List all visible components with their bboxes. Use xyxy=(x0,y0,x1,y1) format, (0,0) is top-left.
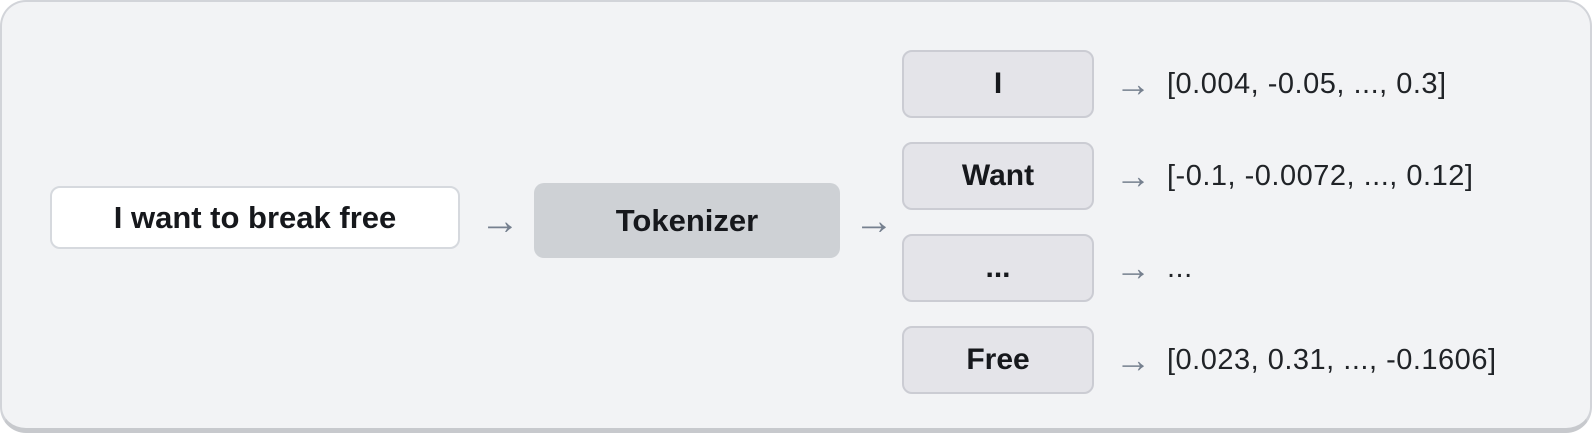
arrow-right-icon: → xyxy=(480,199,520,243)
token-label: I xyxy=(993,67,1003,100)
token-box-want: Want xyxy=(902,142,1094,210)
tokenizer-box: Tokenizer xyxy=(534,183,840,258)
token-label: ... xyxy=(985,251,1011,284)
arrow-right-icon: → xyxy=(1115,155,1151,196)
token-label: Want xyxy=(961,159,1035,192)
arrow-right-icon: → xyxy=(1115,247,1151,288)
token-row: Want → [-0.1, -0.0072, ..., 0.12] xyxy=(902,142,1497,210)
token-box-i: I xyxy=(902,50,1094,118)
embedding-vector: [0.004, -0.05, ..., 0.3] xyxy=(1167,67,1447,100)
arrow-right-icon: → xyxy=(1115,63,1151,104)
input-sentence-label: I want to break free xyxy=(113,199,397,235)
token-row: Free → [0.023, 0.31, ..., -0.1606] xyxy=(902,326,1497,394)
arrow-right-icon: → xyxy=(854,199,894,243)
token-box-ellipsis: ... xyxy=(902,234,1094,302)
token-box-free: Free xyxy=(902,326,1094,394)
arrow-right-icon: → xyxy=(1115,339,1151,380)
tokenizer-label: Tokenizer xyxy=(615,202,759,238)
token-row: ... → ... xyxy=(902,234,1497,302)
token-label: Free xyxy=(966,343,1030,376)
embedding-vector: [0.023, 0.31, ..., -0.1606] xyxy=(1167,343,1497,376)
token-row: I → [0.004, -0.05, ..., 0.3] xyxy=(902,50,1497,118)
embedding-vector: ... xyxy=(1167,251,1193,284)
input-sentence-box: I want to break free xyxy=(50,186,460,249)
embedding-vector: [-0.1, -0.0072, ..., 0.12] xyxy=(1167,159,1474,192)
token-column: I → [0.004, -0.05, ..., 0.3] Want → [-0.… xyxy=(902,50,1497,394)
